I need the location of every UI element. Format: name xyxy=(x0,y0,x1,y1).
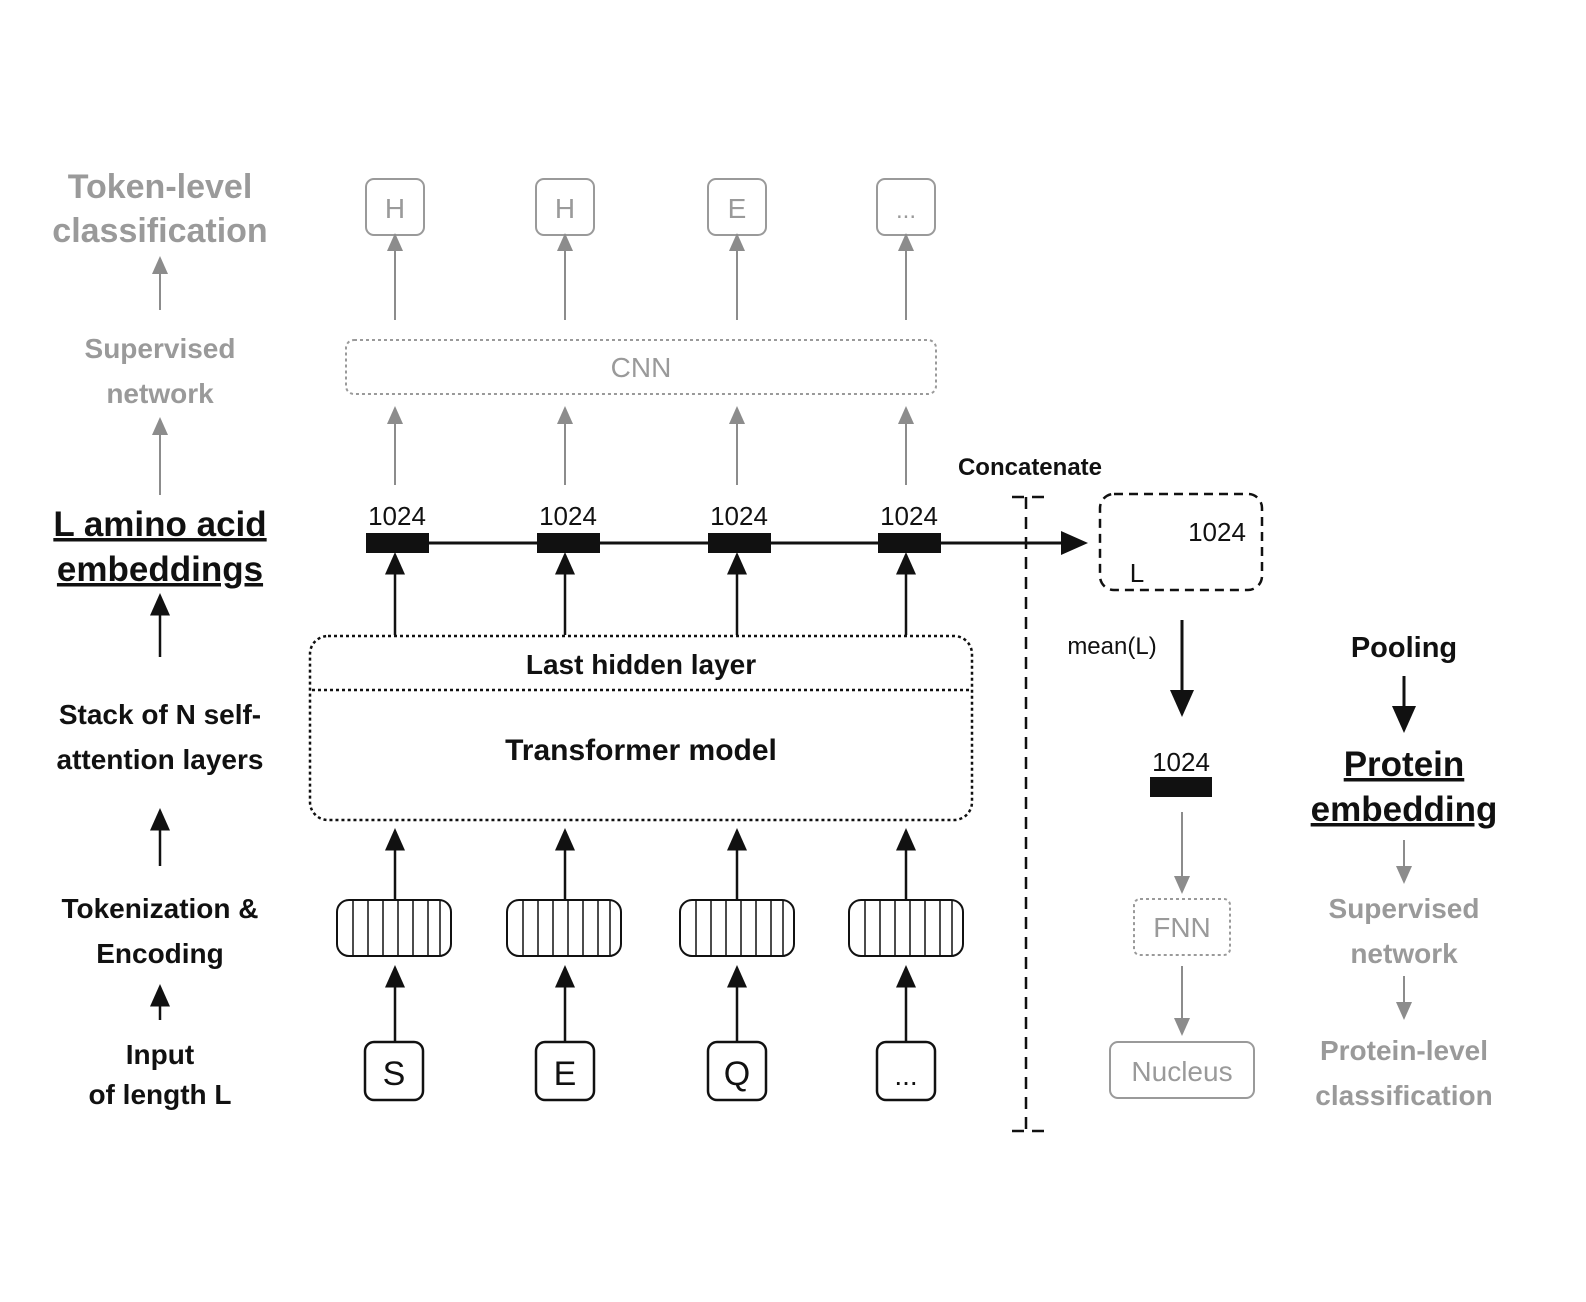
input-label-2: of length L xyxy=(88,1079,231,1110)
encoding-vector-cells xyxy=(864,900,953,956)
cnn-block: CNN xyxy=(345,339,937,395)
encoding-to-transformer-arrows xyxy=(385,828,916,900)
stack-label-2: attention layers xyxy=(57,744,264,775)
hidden-to-embedding-arrows xyxy=(385,552,916,635)
concatenate-label: Concatenate xyxy=(958,454,1102,481)
output-token-label: E xyxy=(728,193,747,224)
fnn-block: FNN xyxy=(1133,898,1231,956)
encoding-vector-box xyxy=(848,899,964,957)
input-token-box xyxy=(534,1040,596,1102)
right-labels: Pooling Protein embedding Supervised net… xyxy=(1311,632,1498,1111)
input-token-4: ... xyxy=(875,1040,937,1102)
matrix-box xyxy=(1098,492,1264,592)
token-level-label-2: classification xyxy=(52,212,267,250)
protein-level-label-1: Protein-level xyxy=(1320,1035,1488,1066)
input-token-label: Q xyxy=(724,1055,750,1093)
embedding-dim-label-2: 1024 xyxy=(539,501,597,531)
protein-embedding-label-1: Protein xyxy=(1344,745,1465,784)
encoding-vector-cells xyxy=(352,900,441,956)
right-supervised-label-2: network xyxy=(1350,938,1458,969)
embedding-matrix: 1024 L xyxy=(1098,492,1264,592)
embeddings-label-2: embeddings xyxy=(57,550,263,589)
input-tokens: S E Q ... xyxy=(363,1040,937,1102)
encoding-vector-3 xyxy=(679,899,795,957)
left-labels: Token-level classification Supervised ne… xyxy=(52,168,267,1110)
concatenate-bracket: Concatenate xyxy=(958,454,1102,1133)
output-token-3: E xyxy=(707,178,767,236)
encoding-vector-2 xyxy=(506,899,622,957)
last-hidden-layer-label: Last hidden layer xyxy=(526,649,756,680)
input-token-2: E xyxy=(534,1040,596,1102)
input-token-label: S xyxy=(383,1055,406,1093)
output-token-1: H xyxy=(365,178,425,236)
output-token-label: H xyxy=(555,193,575,224)
input-token-1: S xyxy=(363,1040,425,1102)
embedding-to-cnn-arrows xyxy=(387,406,914,485)
input-token-3: Q xyxy=(706,1040,768,1102)
embedding-dim-label-4: 1024 xyxy=(880,501,938,531)
nucleus-label: Nucleus xyxy=(1131,1056,1232,1087)
encoding-vector-box xyxy=(679,899,795,957)
matrix-dim-label: 1024 xyxy=(1188,517,1246,547)
output-tokens: H H E ... xyxy=(365,178,936,236)
transformer-model-label: Transformer model xyxy=(505,734,777,767)
cnn-to-output-arrows xyxy=(387,233,914,320)
input-token-label: E xyxy=(554,1055,577,1093)
mean-label: mean(L) xyxy=(1067,633,1156,660)
input-to-encoding-arrows xyxy=(385,965,916,1042)
output-token-label: H xyxy=(385,193,405,224)
output-token-2: H xyxy=(535,178,595,236)
fnn-label: FNN xyxy=(1153,912,1211,943)
tokenization-label-2: Encoding xyxy=(96,938,224,969)
input-label-1: Input xyxy=(126,1039,194,1070)
pooled-embedding-block xyxy=(1150,777,1212,797)
nucleus-box xyxy=(1109,1041,1255,1099)
embedding-dim-label-1: 1024 xyxy=(368,501,426,531)
cnn-label: CNN xyxy=(611,352,672,383)
nucleus-block: Nucleus xyxy=(1109,1041,1255,1099)
transformer-block: Last hidden layer Transformer model xyxy=(308,634,974,822)
fnn-box xyxy=(1133,898,1231,956)
protein-embedding-label-2: embedding xyxy=(1311,790,1498,829)
input-token-box xyxy=(363,1040,425,1102)
input-token-label: ... xyxy=(894,1060,917,1091)
stack-label-1: Stack of N self- xyxy=(59,699,261,730)
embedding-block-4 xyxy=(878,533,941,553)
embeddings-label-1: L amino acid xyxy=(53,505,266,544)
transformer-box xyxy=(308,634,974,822)
embedding-block-2 xyxy=(537,533,600,553)
pooled-dim-label: 1024 xyxy=(1152,747,1210,777)
encoding-vector-4 xyxy=(848,899,964,957)
matrix-rows-label: L xyxy=(1130,558,1144,588)
bracket-line xyxy=(1012,495,1044,1133)
embedding-block-3 xyxy=(708,533,771,553)
embedding-dim-label-3: 1024 xyxy=(710,501,768,531)
left-supervised-label-2: network xyxy=(106,378,214,409)
output-token-4: ... xyxy=(876,178,936,236)
input-token-box xyxy=(706,1040,768,1102)
tokenization-label-1: Tokenization & xyxy=(61,893,258,924)
encoding-vector-box xyxy=(506,899,622,957)
pooled-embedding: 1024 xyxy=(1150,747,1212,797)
encoding-vector-cells xyxy=(522,900,611,956)
encoding-vector-1 xyxy=(336,899,452,957)
protein-level-label-2: classification xyxy=(1315,1080,1492,1111)
cnn-box xyxy=(345,339,937,395)
output-token-label: ... xyxy=(896,197,916,224)
embedding-block-1 xyxy=(366,533,429,553)
pooling-label: Pooling xyxy=(1351,632,1457,664)
encoding-vector-cells xyxy=(695,900,784,956)
right-supervised-label-1: Supervised xyxy=(1329,893,1480,924)
embedding-row: 1024 1024 1024 1024 xyxy=(366,501,1088,555)
input-token-box xyxy=(875,1040,937,1102)
left-supervised-label-1: Supervised xyxy=(85,333,236,364)
encoding-vectors xyxy=(336,899,964,957)
encoding-vector-box xyxy=(336,899,452,957)
token-level-label-1: Token-level xyxy=(68,168,253,206)
